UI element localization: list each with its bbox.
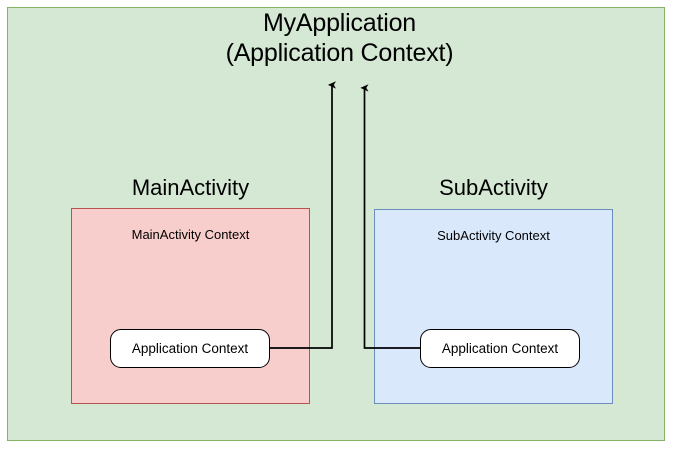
mainactivity-application-context-label: Application Context bbox=[131, 341, 249, 356]
subactivity-panel: SubActivity Context bbox=[374, 209, 613, 404]
app-title-line-1: MyApplication bbox=[262, 9, 417, 37]
app-title-line-2: (Application Context) bbox=[225, 39, 454, 67]
subactivity-application-context-label: Application Context bbox=[441, 341, 559, 356]
mainactivity-panel: MainActivity Context bbox=[71, 208, 310, 404]
mainactivity-application-context-box: Application Context bbox=[110, 329, 270, 368]
page-title: MyApplication (Application Context) bbox=[0, 8, 679, 68]
mainactivity-heading: MainActivity bbox=[131, 175, 250, 200]
subactivity-heading: SubActivity bbox=[439, 175, 548, 200]
subactivity-context-label: SubActivity Context bbox=[437, 228, 550, 243]
subactivity-application-context-box: Application Context bbox=[420, 329, 580, 368]
mainactivity-context-label: MainActivity Context bbox=[131, 227, 250, 242]
